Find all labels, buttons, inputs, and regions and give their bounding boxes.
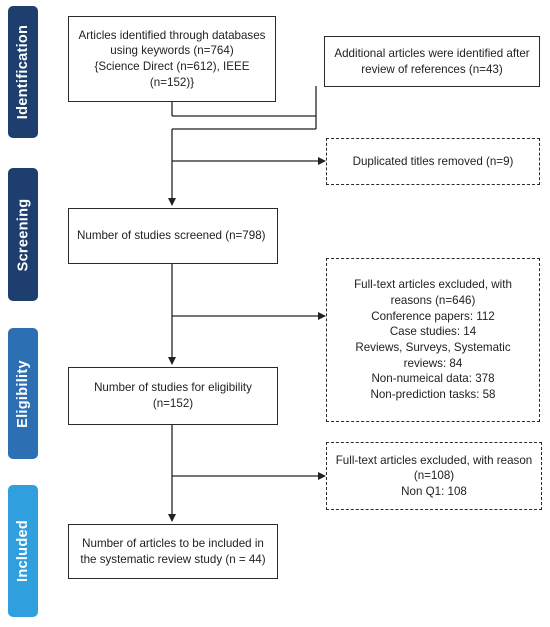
box-duplicates: Duplicated titles removed (n=9) [326, 138, 540, 185]
box-eligibility-line: Number of studies for eligibility [94, 381, 252, 395]
box-additional: Additional articles were identified afte… [324, 36, 540, 87]
box-eligibility-line: (n=152) [152, 397, 194, 410]
box-excluded-fulltext-line: Non-numeical data: 378 [371, 372, 495, 386]
box-databases-line: (n=152)} [149, 75, 195, 89]
stage-eligibility: Eligibility [8, 328, 38, 459]
box-excluded-fulltext-line: reasons (n=646) [390, 294, 476, 308]
box-screened: Number of studies screened (n=798) [68, 208, 278, 264]
box-excluded-fulltext-line: Conference papers: 112 [371, 309, 495, 323]
box-excluded-fulltext-line: reviews: 84 [403, 356, 463, 370]
box-screened-line: Number of studies screened (n=798) [77, 229, 266, 243]
stage-identification: Identification [8, 6, 38, 138]
box-eligibility: Number of studies for eligibility (n=152… [68, 367, 278, 425]
box-databases: Articles identified through databases us… [68, 16, 276, 102]
box-excluded-q1-line: Non Q1: 108 [401, 484, 467, 498]
box-excluded-fulltext: Full-text articles excluded, with reason… [326, 258, 540, 422]
box-databases-line: Articles identified through databases [78, 28, 266, 42]
box-included-line: Number of articles to be included in [82, 536, 264, 550]
box-excluded-fulltext-line: Case studies: 14 [389, 325, 477, 339]
box-excluded-fulltext-line: Reviews, Surveys, Systematic [355, 341, 511, 354]
box-excluded-fulltext-line: Full-text articles excluded, with [354, 278, 512, 292]
box-included-line: the systematic review study (n = 44) [80, 552, 266, 566]
box-duplicates-line: Duplicated titles removed (n=9) [352, 154, 514, 168]
box-additional-line: review of references (n=43) [361, 62, 503, 76]
box-excluded-fulltext-line: Non-prediction tasks: 58 [370, 387, 496, 401]
stage-screening: Screening [8, 168, 38, 301]
box-databases-line: {Science Direct (n=612), IEEE [94, 60, 250, 73]
box-included: Number of articles to be included in the… [68, 524, 278, 579]
box-excluded-q1-line: Full-text articles excluded, with reason [335, 453, 533, 467]
stage-included: Included [8, 485, 38, 617]
box-databases-line: using keywords (n=764) [110, 44, 234, 58]
box-excluded-q1-line: (n=108) [413, 469, 455, 483]
box-additional-line: Additional articles were identified afte… [334, 46, 530, 60]
box-excluded-q1: Full-text articles excluded, with reason… [326, 442, 542, 510]
